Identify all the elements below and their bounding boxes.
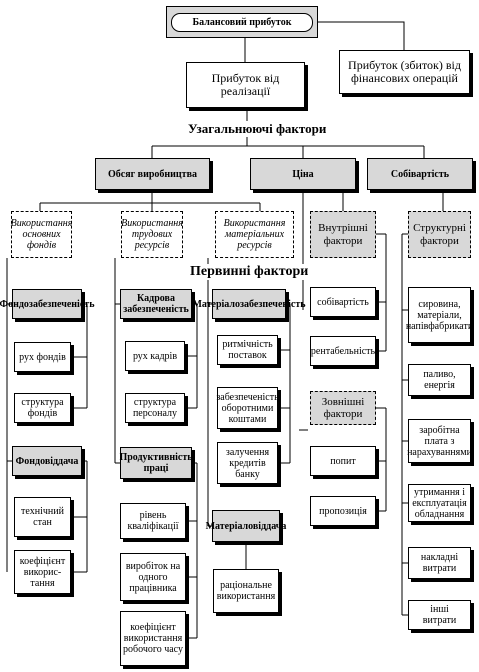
other-costs: інші витрати (408, 600, 471, 630)
rational-use: раціональне використання (213, 569, 279, 613)
material-supply: Матеріалозабезпеченість (192, 289, 306, 319)
staff-movement: рух кадрів (125, 341, 185, 371)
financial-profit-box: Прибуток (збиток) від фінансових операці… (339, 50, 470, 94)
technical-state: технічний стан (14, 497, 71, 537)
staff-supply: Кадрова забезпеченість (120, 289, 192, 319)
volume-box: Обсяг виробництва (95, 158, 210, 190)
equipment-maintenance: утримання і експлуатація обладнання (408, 484, 471, 522)
profitability: рентабельність (310, 336, 376, 366)
external-factors: Зовнішні фактори (310, 391, 376, 425)
delivery-rhythm: ритмічність поставок (217, 335, 278, 365)
material-usage: Використання матеріальних ресурсів (215, 211, 294, 258)
fixed-assets-structure: структура фондів (14, 393, 71, 423)
fixed-assets-movement: рух фондів (14, 342, 71, 372)
fixed-assets-usage: Використання основних фондів (11, 211, 72, 258)
fixed-assets-supply: Фондозабезпеченість (0, 289, 94, 319)
structural-factors: Структурні фактори (408, 211, 471, 258)
bank-credits: залучення кредитів банку (217, 442, 278, 484)
labor-productivity: Продуктивність праці (119, 447, 193, 479)
internal-factors: Внутрішні фактори (310, 211, 376, 258)
working-time-coefficient: коефіцієнт використання робочого часу (120, 611, 186, 666)
labor-usage: Використання трудових ресурсів (121, 211, 183, 258)
material-productivity: Матеріаловіддача (206, 510, 286, 542)
price-box: Ціна (250, 158, 356, 190)
overhead-costs: накладні витрати (408, 547, 471, 579)
demand: попит (310, 446, 376, 476)
balance-profit-label: Балансовий прибуток (171, 12, 313, 32)
working-capital-supply: забезпеченість оборотними коштами (216, 387, 279, 429)
sales-profit-box: Прибуток від реалізації (186, 62, 305, 108)
staff-structure: структура персоналу (125, 393, 185, 423)
generalizing-factors-heading: Узагальнюючі фактори (186, 121, 329, 137)
price-cost: собівартість (310, 287, 376, 317)
cost-box: Собівартість (367, 158, 473, 190)
output-per-worker: виробіток на одного працівника (120, 553, 186, 601)
primary-factors-heading: Первинні фактори (188, 264, 311, 280)
wages: заробітна плата з нарахуваннями (407, 419, 472, 463)
supply: пропозиція (310, 496, 376, 526)
fixed-usage-coefficient: коефіцієнт викорис-тання (14, 550, 71, 594)
balance-profit-box: Балансовий прибуток (166, 6, 318, 38)
raw-materials: сировина, матеріали, напівфабрикати (406, 287, 473, 343)
fuel-energy: паливо, енергія (408, 364, 471, 396)
qualification-level: рівень кваліфікації (120, 503, 186, 539)
capital-productivity: Фондовіддача (12, 446, 82, 476)
